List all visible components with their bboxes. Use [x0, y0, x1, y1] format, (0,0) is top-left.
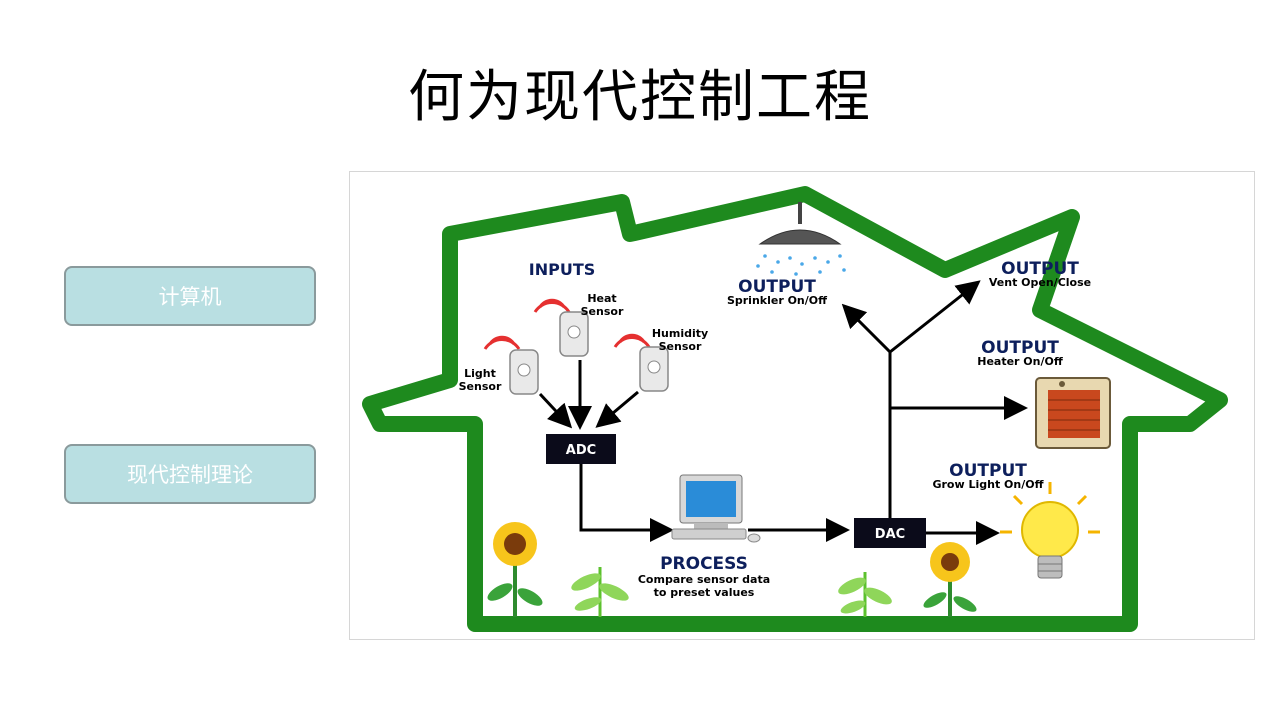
arrow-humidity-adc: [595, 390, 639, 428]
light-bulb-icon: [1000, 482, 1100, 579]
plant-right-icon: [838, 572, 892, 617]
output-sprinkler-desc: Sprinkler On/Off: [727, 294, 827, 307]
diagram-canvas: INPUTS Heat Sensor Humidity Sensor Light…: [362, 186, 1228, 632]
plant-left-icon: [571, 567, 629, 617]
dac-box: [854, 518, 926, 548]
light-sensor-label: Light: [464, 367, 496, 380]
humidity-sensor-icon: [613, 333, 669, 392]
process-line1: Compare sensor data: [638, 573, 770, 586]
output-growlight-desc: Grow Light On/Off: [932, 478, 1043, 491]
arrow-dac-vent: [889, 280, 981, 354]
output-vent-desc: Vent Open/Close: [989, 276, 1091, 289]
heater-icon: [1035, 377, 1111, 449]
light-sensor-icon: [483, 335, 539, 395]
light-sensor-label-2: Sensor: [459, 380, 502, 393]
sunflower-right-icon: [923, 542, 977, 617]
arrow-light-adc: [538, 392, 573, 429]
humidity-sensor-label: Humidity: [652, 327, 708, 340]
output-growlight-title: OUTPUT: [949, 461, 1027, 481]
adc-label: ADC: [566, 443, 596, 458]
heat-sensor-label-2: Sensor: [581, 305, 624, 318]
adc-box: [546, 434, 616, 464]
sunflower-left-icon: [487, 522, 543, 617]
inputs-title: INPUTS: [529, 260, 596, 279]
sidebar-item-modern-control-theory[interactable]: 现代控制理论: [64, 444, 316, 504]
heat-sensor-icon: [533, 298, 589, 357]
computer-icon: [671, 474, 761, 543]
sidebar-item-computer[interactable]: 计算机: [64, 266, 316, 326]
output-heater-title: OUTPUT: [981, 338, 1059, 358]
greenhouse-control-diagram: INPUTS Heat Sensor Humidity Sensor Light…: [349, 171, 1255, 640]
output-heater-desc: Heater On/Off: [977, 355, 1063, 368]
arrow-dac-sprinkler: [841, 303, 892, 354]
process-title: PROCESS: [660, 554, 748, 574]
output-vent-title: OUTPUT: [1001, 259, 1079, 279]
process-line2: to preset values: [654, 586, 755, 599]
arrow-adc-process: [579, 464, 674, 542]
page-title: 何为现代控制工程: [408, 65, 872, 130]
heat-sensor-label: Heat: [587, 292, 616, 305]
sprinkler-icon: [756, 202, 846, 276]
humidity-sensor-label-2: Sensor: [659, 340, 702, 353]
dac-label: DAC: [875, 527, 905, 542]
output-sprinkler-title: OUTPUT: [738, 277, 816, 297]
